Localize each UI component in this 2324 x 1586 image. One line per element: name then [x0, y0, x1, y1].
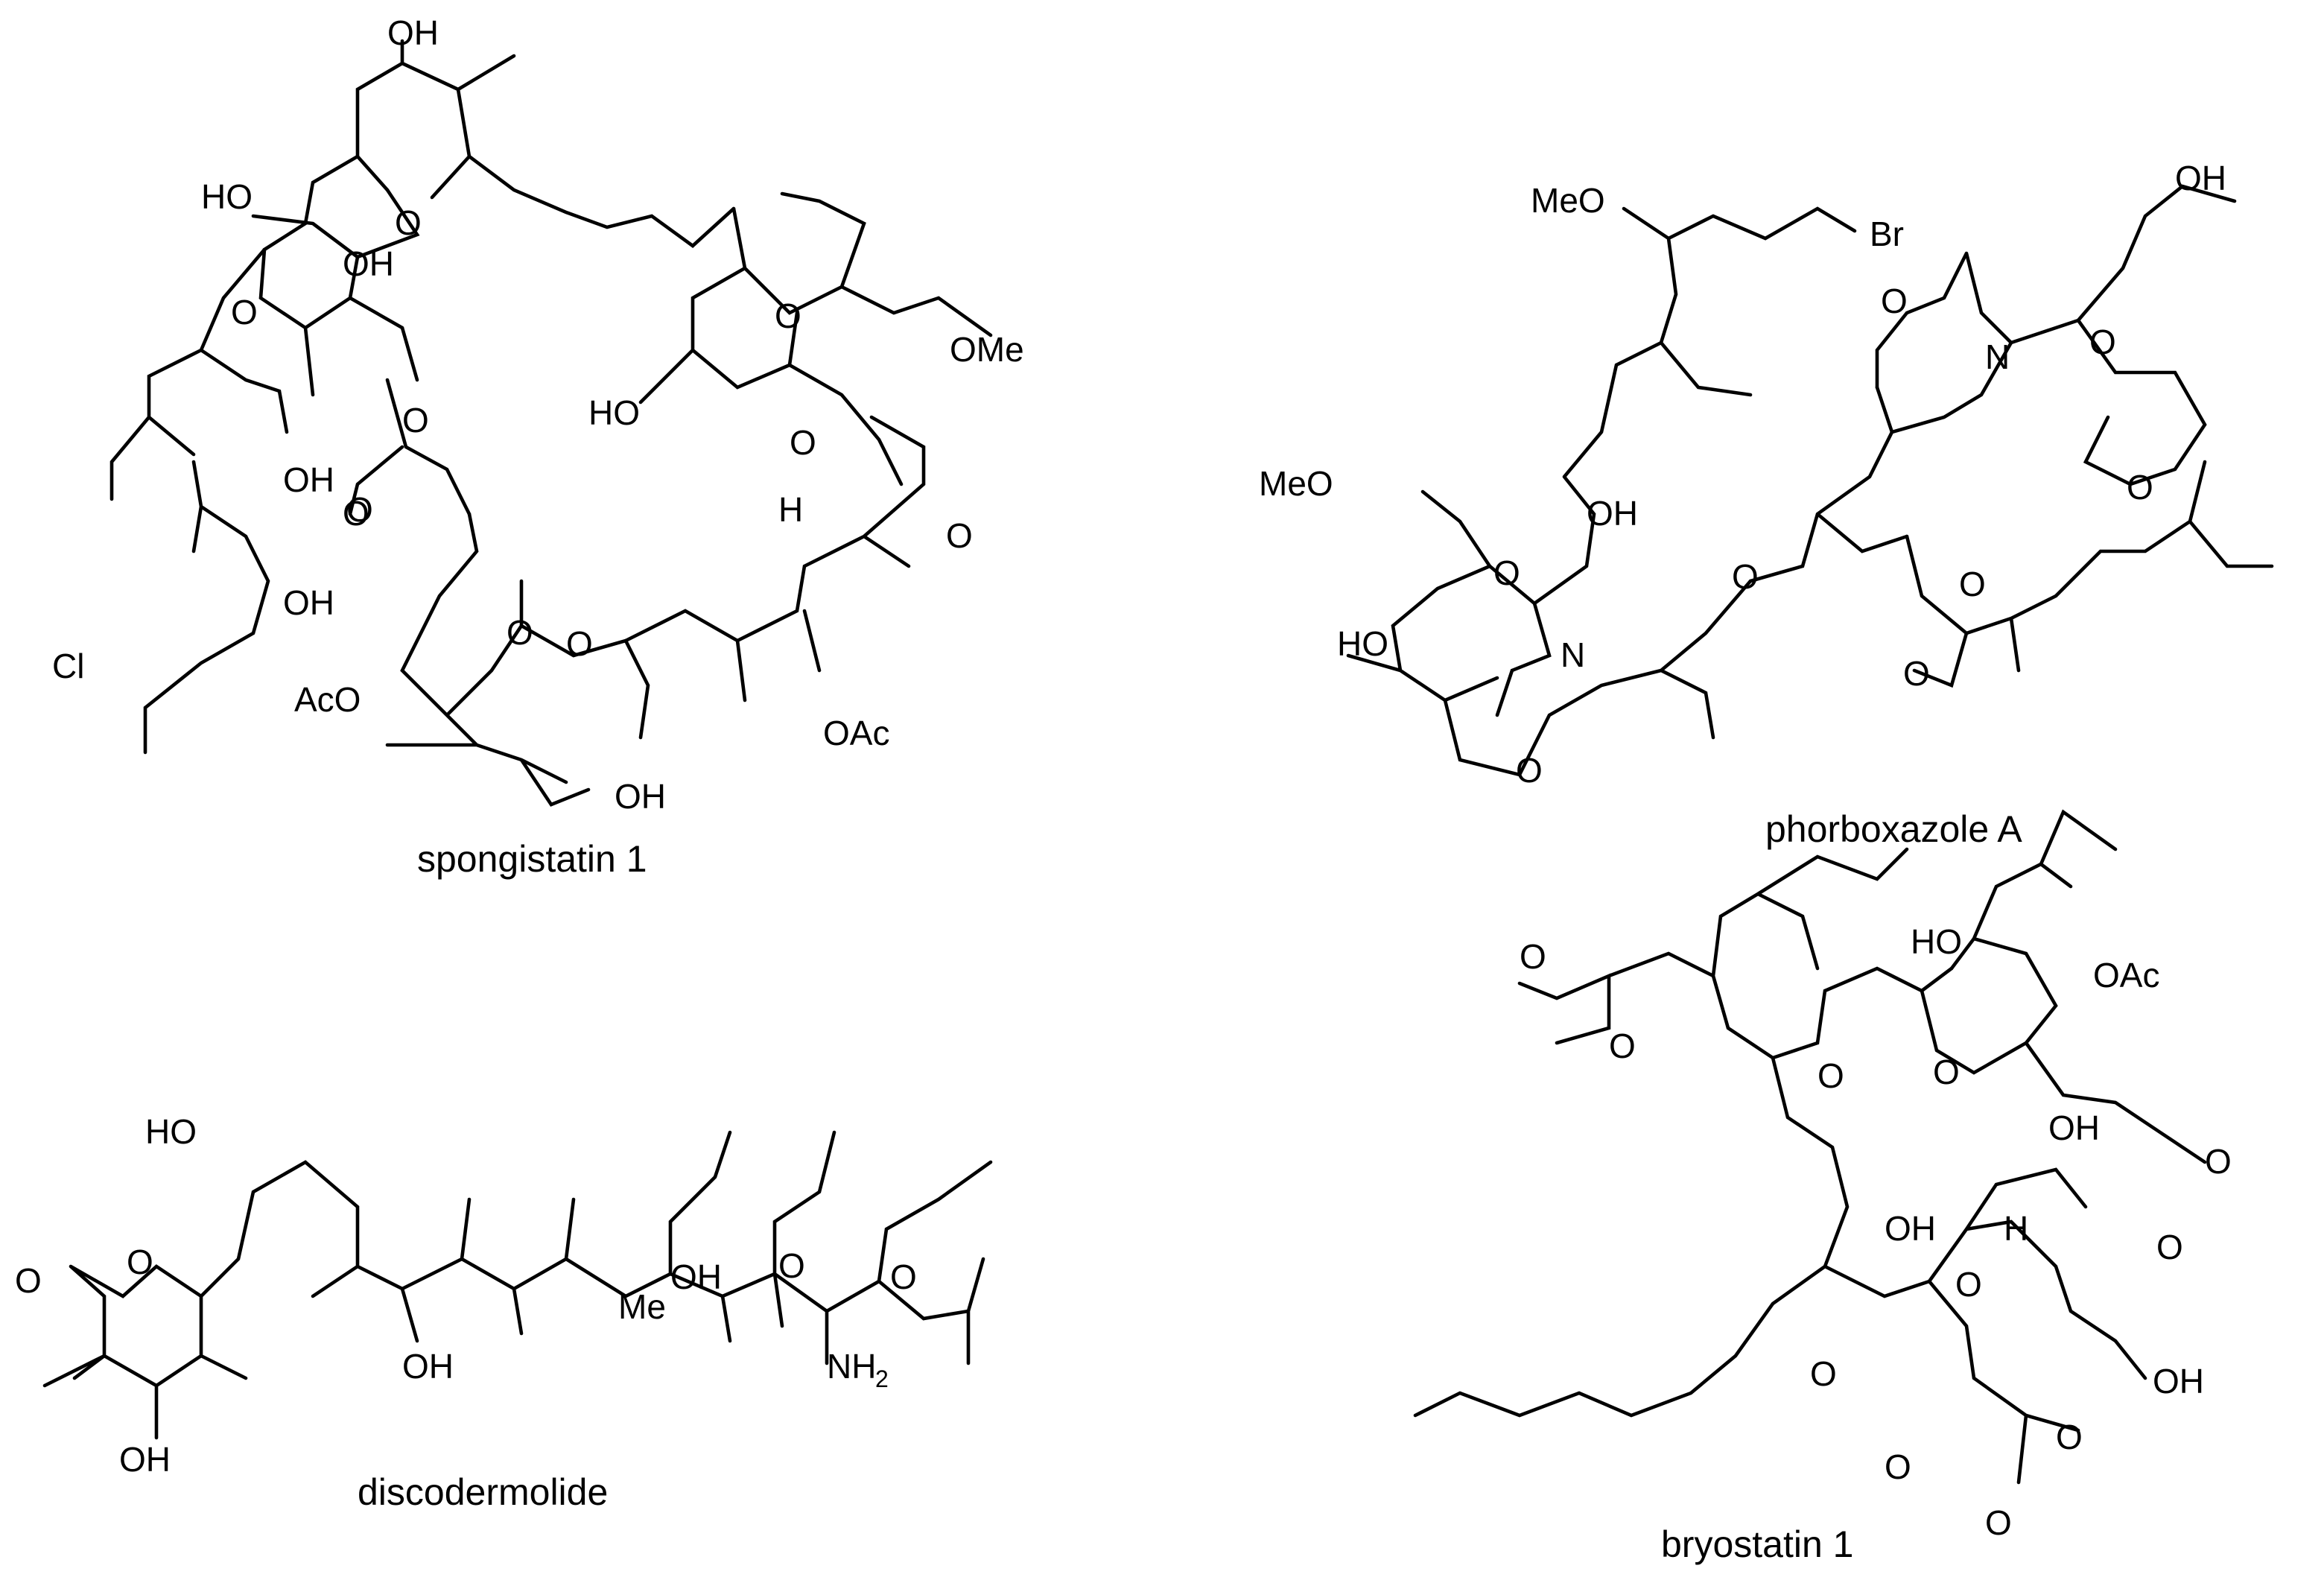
atom-label: O: [778, 1246, 805, 1285]
atom-label: O: [2127, 468, 2153, 507]
atom-label: OH: [283, 460, 334, 499]
molecule-phorboxazole-a: MeO Br OH O N O MeO OH O O HO N O O O O …: [1259, 159, 2274, 850]
atom-label: O: [1516, 751, 1543, 790]
atom-label: OH: [283, 583, 334, 622]
atom-label: OH: [1587, 494, 1638, 533]
atom-label: O: [1933, 1053, 1960, 1091]
atom-label: MeO: [1531, 181, 1605, 220]
atom-label: 2: [875, 1365, 889, 1392]
atom-label: O: [1810, 1354, 1837, 1393]
atom-label: O: [1732, 557, 1759, 596]
atom-label: NH: [827, 1347, 876, 1386]
atom-label: HO: [588, 393, 640, 432]
atom-label: N: [1985, 337, 2010, 376]
atom-label: OH: [2048, 1108, 2100, 1147]
atom-label: O: [507, 613, 533, 652]
molecule-name: spongistatin 1: [417, 838, 647, 880]
atom-label: O: [566, 624, 593, 663]
atom-label: O: [402, 401, 429, 440]
atom-label: HO: [201, 177, 253, 216]
atom-label: Cl: [52, 647, 84, 685]
atom-label: OH: [343, 244, 394, 283]
atom-label: HO: [1911, 922, 1962, 961]
molecule-name: phorboxazole A: [1765, 808, 2022, 850]
atom-label: OH: [670, 1257, 722, 1296]
atom-label: O: [1885, 1447, 1911, 1486]
atom-label: O: [1817, 1056, 1844, 1095]
atom-label: O: [395, 203, 422, 242]
atom-label: O: [2205, 1142, 2232, 1181]
atom-label: O: [1903, 654, 1930, 693]
atom-label: O: [790, 423, 816, 462]
atom-label: OAc: [823, 714, 889, 752]
atom-label: OAc: [2093, 956, 2159, 995]
molecule-name: discodermolide: [358, 1471, 608, 1513]
atom-label: O: [2089, 323, 2116, 361]
atom-label: O: [1955, 1265, 1982, 1304]
atom-label: O: [231, 293, 258, 332]
atom-label: N: [1561, 635, 1585, 674]
atom-label: OMe: [950, 330, 1024, 369]
atom-label: O: [775, 296, 801, 335]
atom-label: Me: [618, 1287, 666, 1326]
atom-label: OH: [1885, 1209, 1936, 1248]
atom-label: O: [1959, 565, 1986, 603]
atom-label: OH: [615, 777, 666, 816]
atom-label: O: [15, 1261, 42, 1300]
atom-label: O: [2156, 1228, 2183, 1266]
molecule-bryostatin-1: O O O HO O OAc OH O OH O H O OH O O O O …: [1413, 809, 2232, 1565]
atom-label: O: [1985, 1503, 2012, 1542]
atom-label: OH: [119, 1440, 171, 1479]
atom-label: O: [1520, 937, 1546, 976]
atom-label: O: [346, 490, 373, 529]
atom-label: OH: [402, 1347, 454, 1386]
atom-label: O: [2056, 1418, 2083, 1456]
atom-label: O: [127, 1243, 153, 1281]
atom-label: OH: [387, 13, 439, 52]
molecule-spongistatin-1: OH HO O OH O O OH O Cl OH O O HO O OMe O…: [52, 13, 1024, 880]
atom-label: O: [946, 516, 973, 555]
atom-label: HO: [145, 1112, 197, 1151]
molecule-discodermolide: HO O O OH OH Me OH O O NH 2 discodermoli…: [15, 1112, 993, 1513]
molecule-name: bryostatin 1: [1661, 1523, 1853, 1565]
atom-label: MeO: [1259, 464, 1333, 503]
atom-label: OH: [2153, 1362, 2204, 1401]
atom-label: O: [890, 1257, 917, 1296]
atom-label: O: [1493, 553, 1520, 592]
atom-label: O: [1881, 282, 1908, 320]
atom-label: Br: [1870, 215, 1904, 253]
atom-label: HO: [1337, 624, 1388, 663]
atom-label: AcO: [294, 680, 361, 719]
atom-label: H: [2004, 1209, 2028, 1248]
atom-label: O: [1609, 1027, 1636, 1065]
atom-label: OH: [2175, 159, 2226, 197]
atom-label: O: [343, 494, 369, 533]
atom-label: H: [778, 490, 803, 529]
